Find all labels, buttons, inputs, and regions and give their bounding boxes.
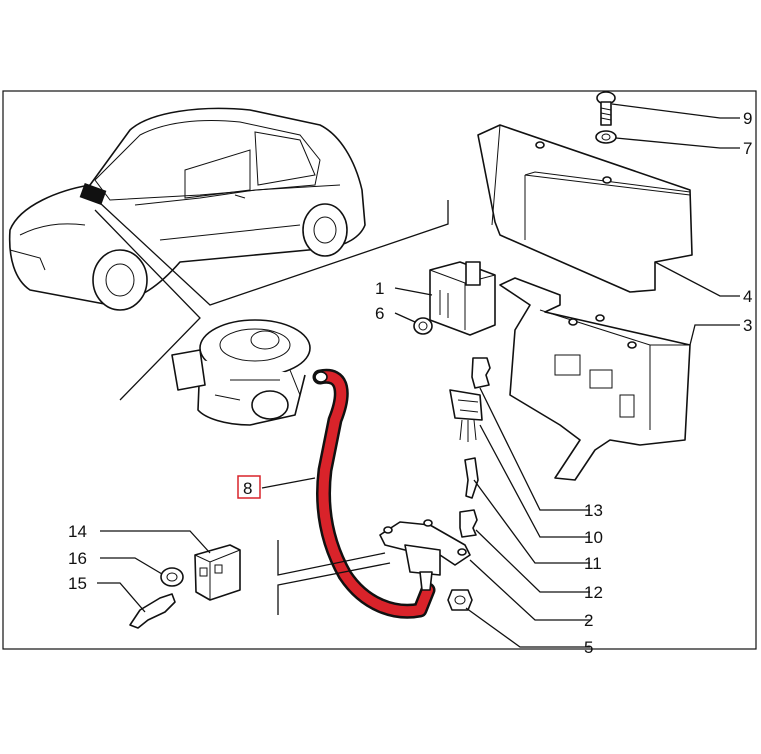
callout-12: 12 xyxy=(584,583,603,602)
leader-lines xyxy=(97,103,740,648)
diagram-frame xyxy=(2,90,757,650)
bracket-part-3 xyxy=(499,277,691,481)
connector-part-10 xyxy=(449,389,483,442)
box-location-marker xyxy=(79,183,107,205)
callout-10: 10 xyxy=(584,528,603,547)
grommet-part-12 xyxy=(459,509,478,538)
callout-4: 4 xyxy=(743,287,752,306)
terminal-part-11 xyxy=(464,457,479,499)
callout-9: 9 xyxy=(743,109,752,128)
callout-8-box xyxy=(237,475,261,499)
callout-16: 16 xyxy=(68,549,87,568)
callout-13: 13 xyxy=(584,501,603,520)
callout-15: 15 xyxy=(68,574,87,593)
relay-part-1 xyxy=(429,261,496,336)
callout-14: 14 xyxy=(68,522,87,541)
callout-5: 5 xyxy=(584,638,593,657)
callout-6: 6 xyxy=(375,304,384,323)
callout-2: 2 xyxy=(584,611,593,630)
throttle-body xyxy=(171,319,311,426)
hose-highlight xyxy=(315,371,433,617)
grommet-part-16 xyxy=(160,567,184,587)
bolt-part-9 xyxy=(596,91,616,126)
washer-part-7 xyxy=(595,130,617,144)
grommet-part-6 xyxy=(413,317,433,335)
car-illustration xyxy=(8,107,366,311)
callout-7: 7 xyxy=(743,139,752,158)
pressure-sensor-part-2 xyxy=(379,519,471,591)
terminal-part-15 xyxy=(129,593,176,629)
callout-labels: 9 7 4 3 1 6 8 14 16 15 13 10 11 12 2 5 xyxy=(68,109,752,657)
relay-base-part-14 xyxy=(194,544,241,601)
callout-11: 11 xyxy=(584,554,602,573)
cover-part-4 xyxy=(477,124,693,293)
callout-3: 3 xyxy=(743,316,752,335)
connector-part-13 xyxy=(471,357,491,389)
nut-part-5 xyxy=(447,589,473,611)
callout-1: 1 xyxy=(375,279,384,298)
callout-8: 8 xyxy=(243,479,252,498)
